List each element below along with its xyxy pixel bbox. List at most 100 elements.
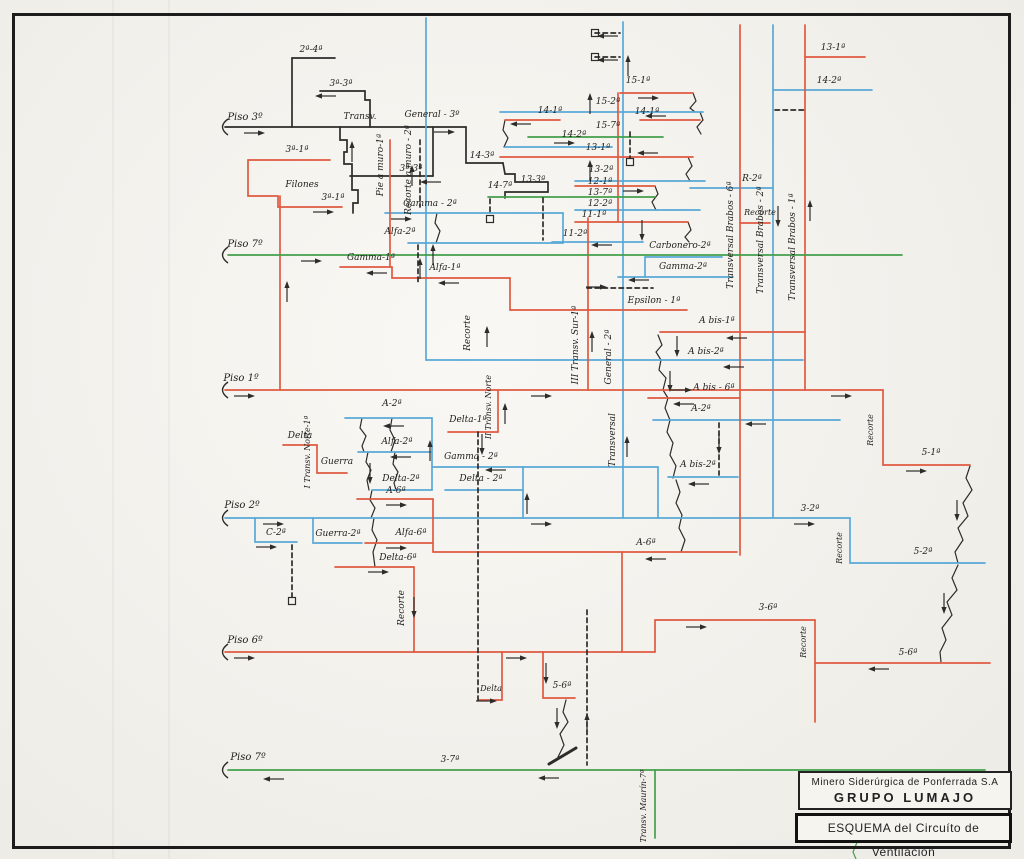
flow-arrow-icon xyxy=(405,216,412,222)
flow-arrow-icon xyxy=(568,140,575,146)
flow-arrow-icon xyxy=(538,775,545,781)
diagram-label: Gamma-1ª xyxy=(347,253,395,263)
level-entry-icon xyxy=(221,381,229,399)
flow-arrow-icon xyxy=(258,130,265,136)
flow-arrow-icon xyxy=(430,244,436,251)
diagram-label: A bis-2ª xyxy=(679,460,716,470)
flow-arrow-icon xyxy=(645,113,652,119)
title-block-scheme: ESQUEMA del Circuíto de Ventilación xyxy=(795,813,1012,859)
diagram-label: A-2ª xyxy=(690,404,711,414)
flow-arrow-icon xyxy=(589,331,595,338)
diagram-label: 14-3ª xyxy=(470,151,495,161)
airway-line-red xyxy=(542,651,576,699)
flow-arrow-icon xyxy=(624,436,630,443)
airway-line-black xyxy=(465,126,504,164)
flow-arrow-icon xyxy=(524,493,530,500)
diagram-label: Transv. xyxy=(344,112,377,122)
flow-arrow-icon xyxy=(248,655,255,661)
diagram-label: Pie a muro-1ª xyxy=(376,134,386,197)
diagram-label: Piso 1º xyxy=(222,373,259,384)
diagram-label: A-6ª xyxy=(385,486,406,496)
flow-arrow-icon xyxy=(479,448,485,455)
flow-arrow-icon xyxy=(409,165,415,172)
company-name: Minero Siderúrgica de Ponferrada S.A xyxy=(811,777,999,788)
flow-arrow-icon xyxy=(700,624,707,630)
airway-line-black xyxy=(954,465,973,564)
flow-arrow-icon xyxy=(383,423,390,429)
flow-arrow-icon xyxy=(745,421,752,427)
airway-line-black xyxy=(434,212,441,244)
flow-arrow-icon xyxy=(673,401,680,407)
airway-line-black xyxy=(651,185,659,211)
diagram-label: Recorte xyxy=(743,208,776,217)
airway-line-blue xyxy=(312,517,363,544)
diagram-label: General - 3º xyxy=(405,110,461,120)
diagram-label: Delta-6ª xyxy=(378,553,416,563)
airway-line-black xyxy=(685,156,693,182)
flow-arrow-icon xyxy=(941,607,947,614)
flow-arrow-icon xyxy=(390,454,397,460)
flow-arrow-icon xyxy=(490,698,497,704)
flow-arrow-icon xyxy=(652,95,659,101)
flow-arrow-icon xyxy=(270,544,277,550)
flow-arrow-icon xyxy=(327,209,334,215)
diagram-label: R-2ª xyxy=(741,174,762,184)
airway-line-black xyxy=(684,221,692,243)
flow-arrow-icon xyxy=(382,569,389,575)
flow-arrow-icon xyxy=(807,200,813,207)
diagram-label: Guerra xyxy=(321,457,353,467)
diagram-label: A bis-1ª xyxy=(698,316,735,326)
flow-arrow-icon xyxy=(448,129,455,135)
diagram-label: Filones xyxy=(284,180,319,190)
diagram-label: A-2ª xyxy=(381,399,402,409)
diagram-label: I Transv. Norte-1ª xyxy=(303,415,312,489)
airway-line-red xyxy=(247,159,343,208)
fan-symbol-icon xyxy=(590,28,600,38)
flow-arrow-icon xyxy=(520,655,527,661)
airway-line-black xyxy=(655,334,677,479)
airway-line-black xyxy=(557,699,569,758)
diagram-label: II Transv. Norte xyxy=(484,375,493,441)
diagram-label: Recorte xyxy=(799,626,808,659)
flow-arrow-icon xyxy=(597,33,604,39)
flow-arrow-icon xyxy=(685,387,692,393)
flow-arrow-icon xyxy=(484,326,490,333)
flow-arrow-icon xyxy=(277,521,284,527)
diagram-label: 13-7ª xyxy=(588,188,613,198)
diagram-label: 13-3ª xyxy=(521,175,546,185)
flow-arrow-icon xyxy=(545,393,552,399)
flow-arrow-icon xyxy=(674,350,680,357)
diagram-label: III Transv. Sur-1ª xyxy=(571,306,581,386)
diagram-label: 3ª-1ª xyxy=(285,145,308,155)
flow-arrow-icon xyxy=(263,776,270,782)
airway-line-black xyxy=(675,479,686,553)
airway-line-red xyxy=(477,651,503,701)
airway-line-black xyxy=(502,162,549,183)
flow-arrow-icon xyxy=(845,393,852,399)
diagram-label: 3ª-1ª xyxy=(321,193,344,203)
fan-symbol-icon xyxy=(590,52,600,62)
group-name: GRUPO LUMAJO xyxy=(833,790,977,805)
diagram-label: Piso 2º xyxy=(223,500,260,511)
flow-arrow-icon xyxy=(510,121,517,127)
flow-arrow-icon xyxy=(645,556,652,562)
flow-arrow-icon xyxy=(349,141,355,148)
airway-line-black xyxy=(364,90,371,128)
diagram-label: 11-1ª xyxy=(582,210,607,220)
diagram-label: C-2ª xyxy=(266,528,286,538)
flow-arrow-icon xyxy=(667,385,673,392)
diagram-label: Transversal Brabos - 1ª xyxy=(788,193,798,300)
flow-arrow-icon xyxy=(597,57,604,63)
flow-arrow-icon xyxy=(587,160,593,167)
flow-arrow-icon xyxy=(591,242,598,248)
diagram-label: Recorte xyxy=(397,590,407,627)
diagram-label: 15-1ª xyxy=(626,76,651,86)
airway-line-black xyxy=(389,417,396,453)
fan-symbol-icon xyxy=(287,596,297,606)
flow-arrow-icon xyxy=(427,440,433,447)
airway-line-black xyxy=(392,451,399,491)
airway-line-black xyxy=(339,126,353,177)
diagram-label: Alfa-2ª xyxy=(383,227,415,237)
diagram-label: Piso 6º xyxy=(226,635,263,646)
flow-arrow-icon xyxy=(543,677,549,684)
